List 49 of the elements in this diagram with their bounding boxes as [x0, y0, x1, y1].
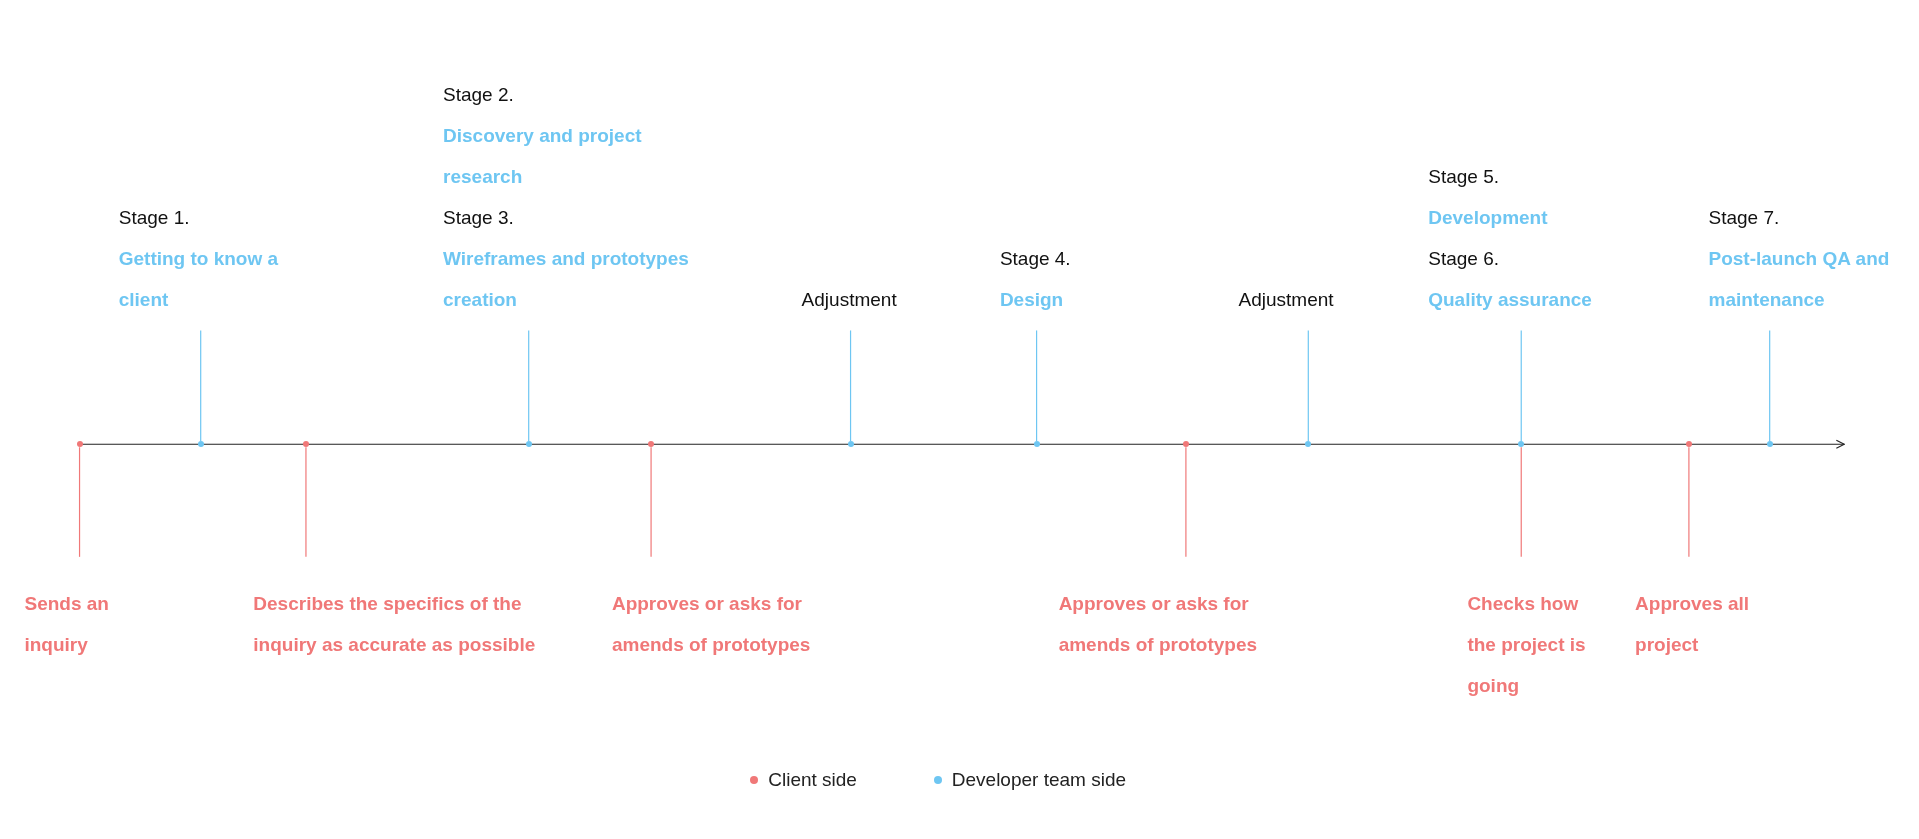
stage-title: Wireframes and prototypes creation [443, 247, 690, 313]
connector-line [200, 329, 202, 442]
stage-title: Development [1428, 206, 1549, 231]
step-text: Approves all project [1635, 591, 1751, 657]
timeline-point [648, 441, 655, 448]
step-text: Sends an inquiry [24, 591, 110, 657]
connector-line [1769, 329, 1771, 442]
stage-number: Stage 6. [1428, 247, 1500, 272]
connector-line [528, 329, 530, 442]
connector-line [1307, 329, 1309, 442]
step-text: Describes the specifics of the inquiry as accurate as possible [253, 591, 537, 657]
connector-line [1185, 446, 1187, 558]
connector-line [1520, 329, 1522, 442]
stage-number: Stage 2. [443, 83, 515, 108]
connector-line [849, 329, 852, 442]
step-title: Adjustment [1238, 288, 1335, 313]
legend-label: Developer team side [951, 768, 1127, 791]
timeline-point [197, 441, 204, 448]
connector-line [305, 446, 307, 558]
stage-number: Stage 5. [1428, 165, 1500, 190]
step-text: Checks how the project is going [1467, 591, 1587, 698]
connector-line [1688, 446, 1690, 558]
stage-number: Stage 7. [1708, 206, 1781, 231]
step-title: Adjustment [801, 288, 898, 313]
step-text: Approves or asks for amends of prototypes [611, 591, 812, 657]
stage-number: Stage 1. [118, 206, 191, 231]
timeline-point [847, 441, 854, 448]
timeline-point [76, 441, 83, 448]
legend-label: Client side [768, 768, 857, 791]
stage-title: Discovery and project research [443, 124, 643, 190]
timeline-point [1182, 441, 1189, 448]
stage-title: Getting to know a client [118, 247, 280, 313]
stage-title: Design [999, 288, 1065, 313]
timeline-point [1685, 441, 1692, 448]
timeline-point [1033, 441, 1040, 448]
stage-number: Stage 3. [443, 206, 515, 231]
timeline-point [1518, 441, 1525, 448]
step-text: Approves or asks for amends of prototypes [1058, 591, 1259, 657]
stage-title: Quality assurance [1428, 288, 1593, 313]
connector-line [650, 446, 652, 558]
timeline-point [1305, 441, 1312, 448]
timeline-point [302, 441, 309, 448]
connector-line [1520, 446, 1522, 558]
connector-line [1036, 329, 1038, 442]
timeline-point [1766, 441, 1773, 448]
connector-line [78, 446, 81, 558]
stage-number: Stage 4. [999, 247, 1072, 272]
stage-title: Post-launch QA and maintenance [1708, 247, 1891, 313]
timeline-point [525, 441, 532, 448]
